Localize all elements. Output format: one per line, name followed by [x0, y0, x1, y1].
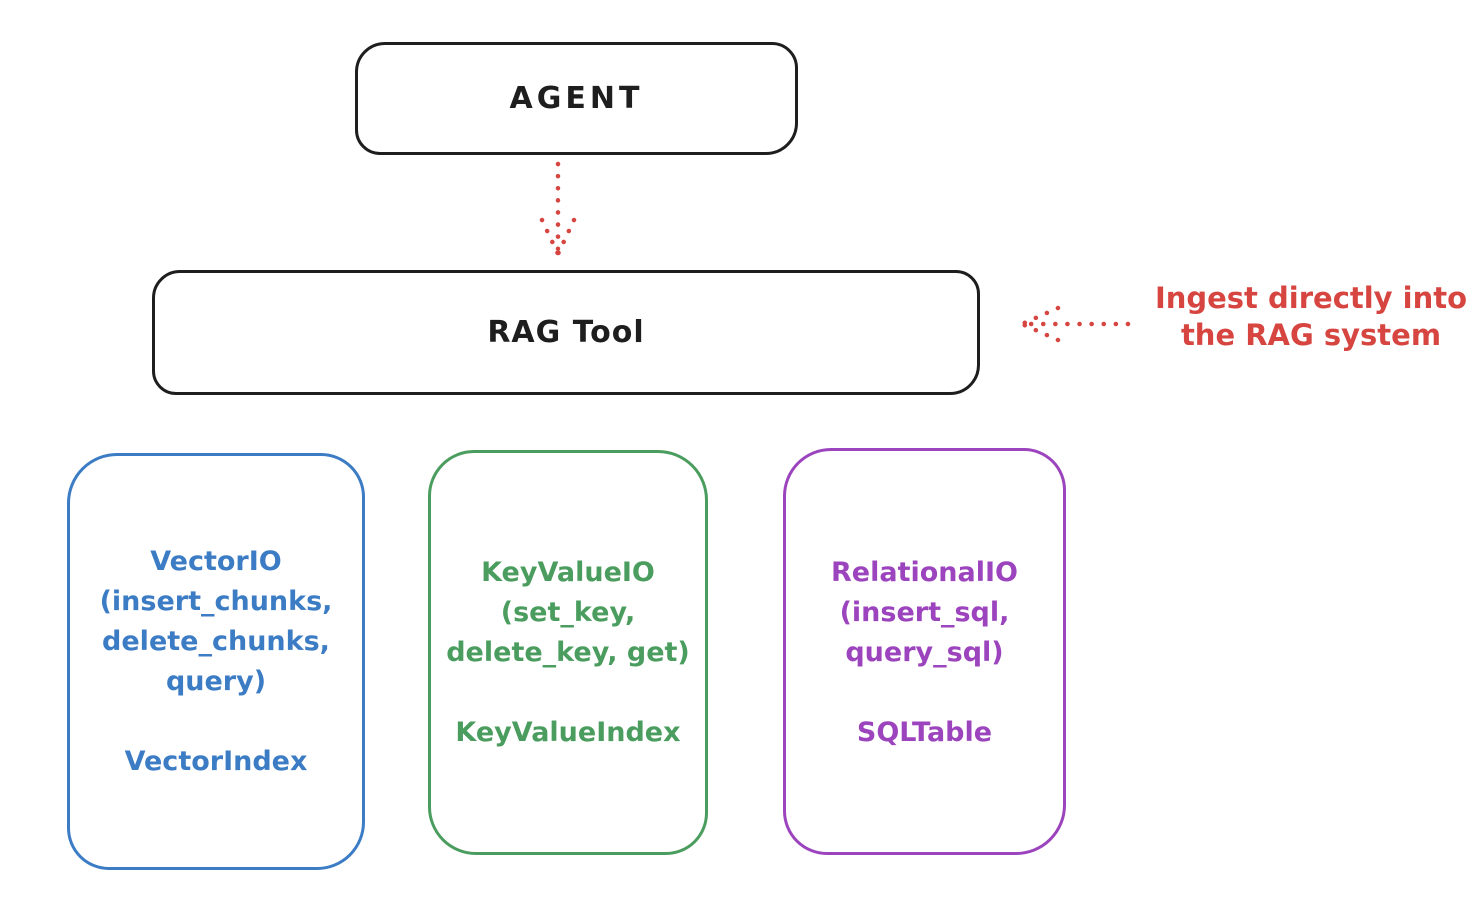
agent-box: AGENT	[355, 42, 798, 155]
rag-tool-box: RAG Tool	[152, 270, 980, 395]
agent-box-label: AGENT	[509, 81, 644, 116]
vector-io-line: VectorIO	[150, 546, 282, 577]
keyvalue-index-label: KeyValueIndex	[455, 717, 681, 748]
keyvalue-io-line: delete_key, get)	[446, 637, 690, 668]
agent-to-ragtool-arrow	[534, 158, 582, 266]
dotted-left-arrow-icon	[1019, 305, 1131, 343]
keyvalue-io-text: KeyValueIO (set_key, delete_key, get) Ke…	[446, 553, 690, 753]
ingest-annotation-line-1: Ingest directly into	[1154, 281, 1468, 315]
relational-io-box: RelationalIO (insert_sql, query_sql) SQL…	[783, 448, 1066, 855]
vector-io-box: VectorIO (insert_chunks, delete_chunks, …	[67, 453, 365, 870]
sql-table-label: SQLTable	[856, 717, 993, 748]
relational-io-line: query_sql)	[845, 637, 1004, 668]
dotted-down-arrow-icon	[539, 161, 577, 257]
ingest-annotation-arrow	[1014, 302, 1134, 346]
relational-io-line: (insert_sql,	[839, 597, 1010, 628]
relational-io-line: RelationalIO	[831, 557, 1018, 588]
vector-index-label: VectorIndex	[124, 746, 308, 777]
rag-tool-box-label: RAG Tool	[487, 315, 645, 350]
vector-io-line: delete_chunks,	[102, 626, 330, 657]
vector-io-line: query)	[165, 666, 267, 697]
keyvalue-io-line: KeyValueIO	[481, 557, 655, 588]
keyvalue-io-line: (set_key,	[500, 597, 636, 628]
relational-io-text: RelationalIO (insert_sql, query_sql) SQL…	[831, 553, 1018, 753]
vector-io-text: VectorIO (insert_chunks, delete_chunks, …	[100, 542, 333, 782]
vector-io-line: (insert_chunks,	[99, 586, 333, 617]
ingest-annotation-line-2: the RAG system	[1180, 318, 1442, 352]
keyvalue-io-box: KeyValueIO (set_key, delete_key, get) Ke…	[428, 450, 708, 855]
ingest-annotation: Ingest directly into the RAG system	[1138, 280, 1484, 354]
